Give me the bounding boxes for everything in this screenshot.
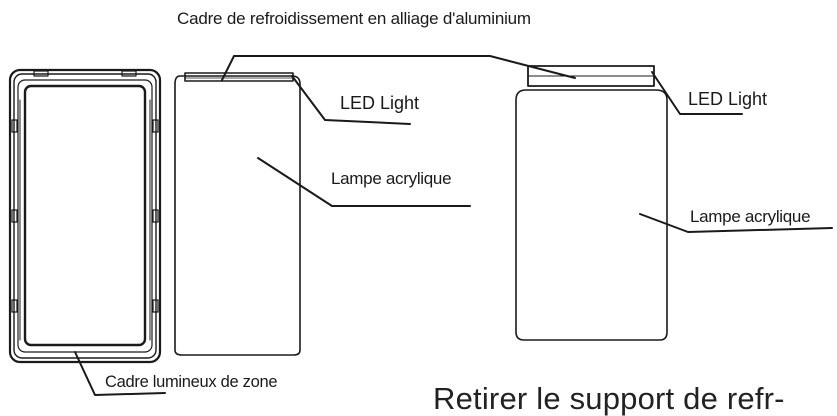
led-light-left-label: LED Light bbox=[340, 93, 420, 113]
acrylic-lamp-left-label: Lampe acrylique bbox=[331, 169, 452, 188]
led-left-leader-line bbox=[291, 75, 411, 125]
zone-frame-illustration bbox=[8, 68, 162, 364]
acrylic-lamp-right-label: Lampe acrylique bbox=[690, 207, 811, 226]
acrylic-right-leader-line bbox=[639, 213, 833, 233]
diagram-drawing bbox=[8, 55, 833, 396]
acrylic-lamp-left-illustration bbox=[174, 72, 301, 356]
bottom-caption: Retirer le support de refr- bbox=[433, 381, 785, 416]
led-light-right-label: LED Light bbox=[688, 89, 768, 109]
acrylic-left-leader-line bbox=[257, 157, 471, 207]
led-right-leader-line bbox=[651, 71, 743, 115]
zone-leader-line bbox=[74, 351, 166, 396]
title-label: Cadre de refroidissement en alliage d'al… bbox=[177, 9, 531, 28]
zone-frame-label: Cadre lumineux de zone bbox=[105, 373, 278, 391]
acrylic-lamp-right-illustration bbox=[515, 65, 668, 341]
title-leader-line bbox=[221, 55, 576, 81]
lamp-assembly-diagram: Cadre de refroidissement en alliage d'al… bbox=[8, 9, 833, 414]
